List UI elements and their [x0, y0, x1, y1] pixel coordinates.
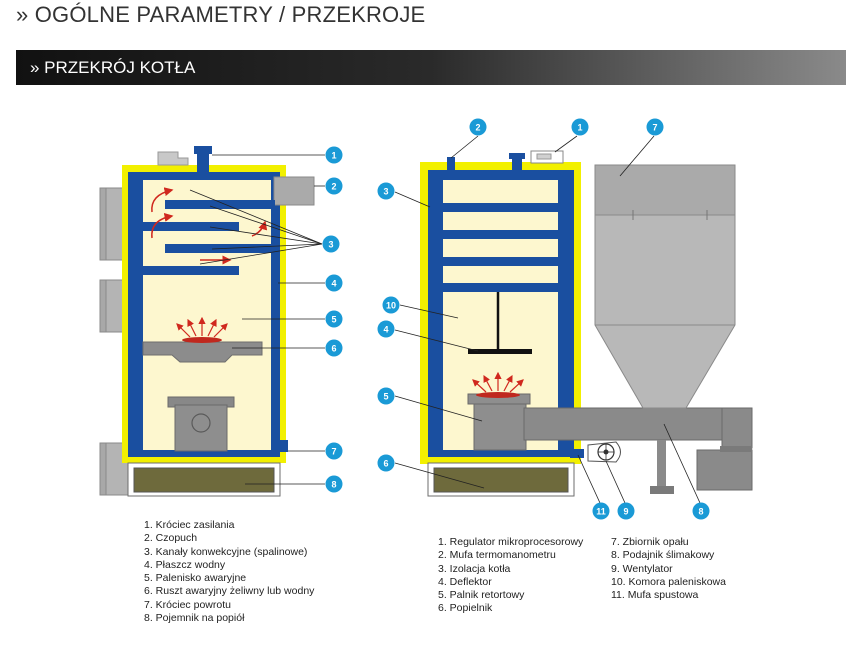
drain-socket: [570, 449, 584, 458]
left-boiler: 1 2 3 4 5 6 7 8: [99, 146, 343, 497]
callout-1: 1: [325, 146, 343, 164]
legend-item: 8. Podajnik ślimakowy: [611, 549, 715, 562]
svg-text:8: 8: [331, 480, 336, 490]
svg-text:4: 4: [331, 279, 336, 289]
legend-item: 2. Czopuch: [144, 532, 198, 545]
section-title: » PRZEKRÓJ KOTŁA: [30, 58, 196, 77]
deflector: [468, 349, 532, 354]
emergency-grate: [142, 341, 263, 363]
legend-item: 5. Palnik retortowy: [438, 589, 525, 602]
right-leader-lines: [394, 135, 701, 504]
legend-item: 7. Króciec powrotu: [144, 598, 231, 611]
callout-2: 2: [469, 118, 487, 136]
callout-8: 8: [692, 502, 710, 520]
legend-item: 1. Króciec zasilania: [144, 519, 235, 531]
flue-gas-arrow: [151, 212, 174, 239]
svg-text:1: 1: [577, 123, 582, 133]
svg-text:3: 3: [383, 187, 388, 197]
burner-heat-arrows: [472, 371, 524, 393]
convection-channel: [143, 222, 239, 231]
svg-text:8: 8: [698, 507, 703, 517]
feeder-support: [657, 440, 666, 488]
feeder-motor: [696, 449, 753, 491]
svg-text:6: 6: [331, 344, 336, 354]
callout-2: 2: [325, 177, 343, 195]
callout-6: 6: [325, 339, 343, 357]
legend-item: 6. Popielnik: [438, 602, 493, 615]
water-channel: [443, 203, 558, 212]
legend-item: 10. Komora paleniskowa: [611, 575, 726, 588]
water-channel: [443, 257, 558, 266]
top-outlet-pipe: [512, 155, 522, 173]
svg-text:7: 7: [652, 123, 657, 133]
left-legend: 1. Króciec zasilania 2. Czopuch 3. Kanał…: [144, 519, 314, 625]
heat-arrows: [176, 316, 228, 338]
svg-text:2: 2: [331, 182, 336, 192]
svg-text:2: 2: [475, 123, 480, 133]
legend-item: 5. Palenisko awaryjne: [144, 572, 247, 585]
screw-feeder: [523, 407, 725, 441]
thermometer-socket: [447, 157, 455, 173]
legend-item: 4. Płaszcz wodny: [144, 558, 226, 571]
legend-item: 6. Ruszt awaryjny żeliwny lub wodny: [144, 585, 315, 598]
callout-7: 7: [646, 118, 664, 136]
callout-5: 5: [377, 387, 395, 405]
water-channel: [443, 283, 558, 292]
callout-1: 1: [571, 118, 589, 136]
callout-4: 4: [325, 274, 343, 292]
retort-burner: [473, 401, 527, 451]
flue-gas-arrow: [251, 220, 268, 237]
callout-11: 11: [592, 502, 610, 520]
callout-9: 9: [617, 502, 635, 520]
callout-5: 5: [325, 310, 343, 328]
callout-3: 3: [377, 182, 395, 200]
flue-outlet: [273, 176, 315, 206]
svg-text:5: 5: [331, 315, 336, 325]
svg-text:9: 9: [623, 507, 628, 517]
svg-text:1: 1: [331, 151, 336, 161]
top-device: [157, 151, 189, 166]
legend-item: 1. Regulator mikroprocesorowy: [438, 536, 584, 548]
legend-item: 3. Kanały konwekcyjne (spalinowe): [144, 545, 308, 558]
return-pipe: [272, 440, 288, 452]
fire-embers: [182, 337, 222, 343]
flue-gas-arrow: [151, 187, 174, 213]
legend-item: 4. Deflektor: [438, 575, 492, 588]
callout-7: 7: [325, 442, 343, 460]
svg-text:6: 6: [383, 459, 388, 469]
legend-item: 2. Mufa termomanometru: [438, 549, 556, 562]
leader-lines: [189, 154, 325, 485]
water-channel: [443, 230, 558, 239]
svg-text:10: 10: [386, 301, 396, 311]
section-header-bar: » PRZEKRÓJ KOTŁA: [16, 50, 846, 85]
right-boiler: 2 1 7 3 10 4 5 6 11 9 8: [377, 118, 753, 520]
page-title: » OGÓLNE PARAMETRY / PRZEKROJE: [16, 2, 426, 27]
legend-item: 9. Wentylator: [611, 562, 673, 575]
callout-8: 8: [325, 475, 343, 493]
convection-channel: [165, 200, 275, 209]
svg-text:3: 3: [328, 240, 333, 250]
legend-item: 3. Izolacja kotła: [438, 562, 511, 575]
legend-item: 11. Mufa spustowa: [611, 589, 699, 602]
svg-text:5: 5: [383, 392, 388, 402]
convection-channel: [143, 266, 239, 275]
callout-4: 4: [377, 320, 395, 338]
svg-text:11: 11: [596, 507, 606, 517]
svg-text:4: 4: [383, 325, 388, 335]
callout-3: 3: [322, 235, 340, 253]
right-legend-col2: 7. Zbiornik opału 8. Podajnik ślimakowy …: [611, 536, 726, 602]
legend-item: 7. Zbiornik opału: [611, 536, 689, 548]
callout-6: 6: [377, 454, 395, 472]
fan: [587, 441, 621, 463]
legend-item: 8. Pojemnik na popiół: [144, 612, 245, 625]
svg-text:7: 7: [331, 447, 336, 457]
callout-10: 10: [382, 296, 400, 314]
right-legend-col1: 1. Regulator mikroprocesorowy 2. Mufa te…: [438, 536, 583, 616]
